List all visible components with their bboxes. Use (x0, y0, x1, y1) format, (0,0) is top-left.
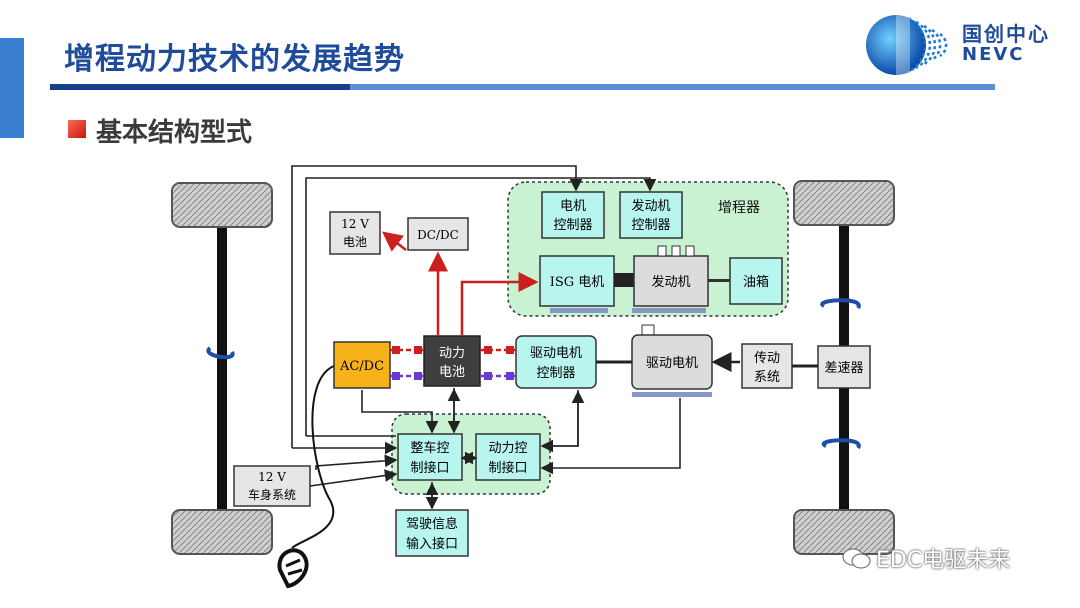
drive-motor-block: 驱动电机 (631, 324, 713, 390)
driver-input-interface-block: 驾驶信息 输入接口 (395, 509, 469, 557)
svg-text:制接口: 制接口 (410, 460, 449, 476)
range-extender-label: 增程器 (718, 200, 760, 216)
title-underline-light (350, 84, 995, 90)
slide-subtitle: 基本结构型式 (96, 118, 253, 148)
rotation-arrow-icon (206, 298, 861, 450)
logo-text-en: NEVC (962, 44, 1025, 65)
svg-text:整车控: 整车控 (410, 440, 449, 456)
isg-mount (550, 308, 608, 313)
nevc-logo (860, 12, 1060, 78)
svg-text:电机: 电机 (560, 199, 586, 214)
subtitle-bullet-icon (68, 120, 86, 138)
mechanical-links (596, 360, 818, 368)
charging-cable (291, 365, 335, 549)
engine-controller-block: 发动机 控制器 (619, 191, 683, 239)
svg-text:驾驶信息: 驾驶信息 (406, 516, 458, 532)
differential-block: 差速器 (817, 345, 871, 389)
svg-text:AC/DC: AC/DC (339, 359, 384, 374)
svg-text:油箱: 油箱 (743, 274, 769, 290)
wheel-front-right (793, 180, 895, 226)
svg-text:控制器: 控制器 (536, 366, 575, 381)
watermark-text: EDC电驱未来 (876, 548, 1011, 573)
svg-text:12 V: 12 V (341, 217, 369, 231)
svg-text:控制器: 控制器 (631, 218, 670, 233)
svg-text:输入接口: 输入接口 (406, 536, 458, 552)
vehicle-control-interface-block: 整车控 制接口 (397, 433, 463, 481)
body-12v-system-block: 12 V 车身系统 (233, 465, 311, 507)
logo-globe-icon (866, 15, 948, 75)
drive-motor-mount (632, 392, 712, 397)
drive-motor-controller-block: 驱动电机 控制器 (515, 335, 597, 389)
engine-block: 发动机 (633, 245, 709, 307)
svg-text:发动机: 发动机 (631, 198, 670, 214)
svg-text:动力: 动力 (439, 346, 465, 361)
acdc-block: AC/DC (333, 341, 391, 389)
logo-text-cn: 国创中心 (962, 22, 1050, 46)
signal-lines (291, 165, 681, 510)
motor-controller-block: 电机 控制器 (541, 191, 605, 239)
svg-text:发动机: 发动机 (651, 274, 690, 290)
svg-text:驱动电机: 驱动电机 (530, 346, 582, 361)
engine-mount (632, 308, 706, 313)
power-control-interface-block: 动力控 制接口 (475, 433, 541, 481)
battery-12v-block: 12 V 电池 (329, 211, 381, 255)
wheel-rear-left (171, 509, 273, 555)
isg-motor-block: ISG 电机 (539, 255, 615, 307)
dcdc-block: DC/DC (407, 217, 469, 251)
fuel-tank-block: 油箱 (729, 257, 783, 305)
left-accent-bar (0, 38, 24, 138)
svg-text:DC/DC: DC/DC (417, 228, 459, 242)
engine-tank-line (708, 279, 730, 282)
power-lines (382, 231, 539, 336)
wechat-icon (842, 548, 871, 569)
hv-bus-lines (390, 346, 516, 380)
svg-text:ISG 电机: ISG 电机 (550, 275, 605, 290)
svg-text:电池: 电池 (343, 235, 367, 249)
wheel-front-left (171, 182, 273, 228)
power-battery-block: 动力 电池 (423, 335, 481, 387)
charging-plug-icon (277, 548, 309, 589)
svg-text:差速器: 差速器 (824, 361, 863, 376)
svg-text:控制器: 控制器 (553, 218, 592, 233)
svg-text:12 V: 12 V (258, 470, 286, 484)
svg-text:系统: 系统 (754, 370, 780, 385)
svg-text:动力控: 动力控 (488, 441, 527, 456)
transmission-block: 传动 系统 (741, 343, 793, 389)
front-axle (217, 208, 227, 528)
svg-text:传动: 传动 (754, 351, 780, 366)
title-underline-dark (50, 84, 350, 90)
svg-text:电池: 电池 (439, 365, 465, 380)
svg-text:驱动电机: 驱动电机 (646, 356, 698, 371)
slide-title: 增程动力技术的发展趋势 (64, 42, 405, 77)
svg-text:制接口: 制接口 (488, 460, 527, 476)
svg-text:车身系统: 车身系统 (248, 487, 296, 502)
isg-engine-shaft (614, 273, 634, 287)
